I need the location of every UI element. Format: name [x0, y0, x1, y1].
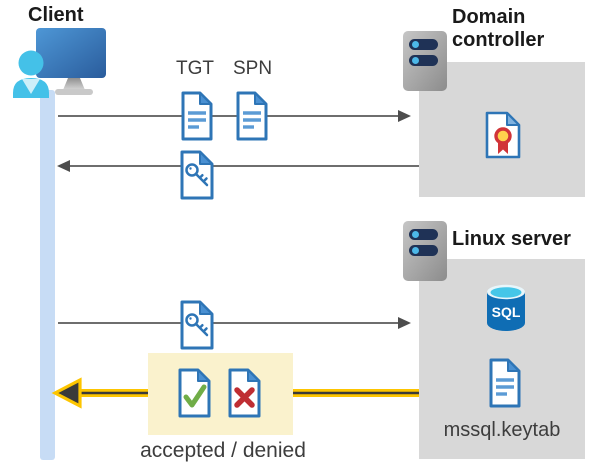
dc-server-icon [403, 31, 447, 91]
spn-label: SPN [233, 58, 273, 79]
arrow-request-dc [58, 110, 411, 122]
tgt-label: TGT [176, 58, 214, 79]
arrow-response-dc [57, 160, 419, 172]
result-label: accepted / denied [140, 439, 306, 462]
linux-server-title: Linux server [452, 228, 571, 250]
keytab-document-icon [489, 358, 521, 408]
denied-x-document-icon [228, 368, 261, 418]
sql-badge-label: SQL [492, 304, 521, 320]
client-label: Client [28, 4, 84, 26]
client-user-monitor-icon [13, 28, 106, 98]
accepted-check-document-icon [178, 368, 211, 418]
user-icon [13, 50, 49, 98]
sql-database-icon: SQL [487, 284, 525, 331]
result-highlight-box [148, 353, 293, 435]
domain-controller-title: Domain controller [452, 6, 545, 51]
certificate-icon [485, 111, 521, 159]
linux-server-icon [403, 221, 447, 281]
ticket-key-document-icon [180, 150, 214, 200]
monitor-icon [36, 28, 106, 95]
client-timeline-bar [40, 90, 55, 460]
service-ticket-key-document-icon [180, 300, 214, 350]
tgt-document-icon [181, 91, 213, 141]
arrow-request-linux [58, 317, 411, 329]
keytab-label: mssql.keytab [443, 419, 561, 441]
spn-document-icon [236, 91, 268, 141]
